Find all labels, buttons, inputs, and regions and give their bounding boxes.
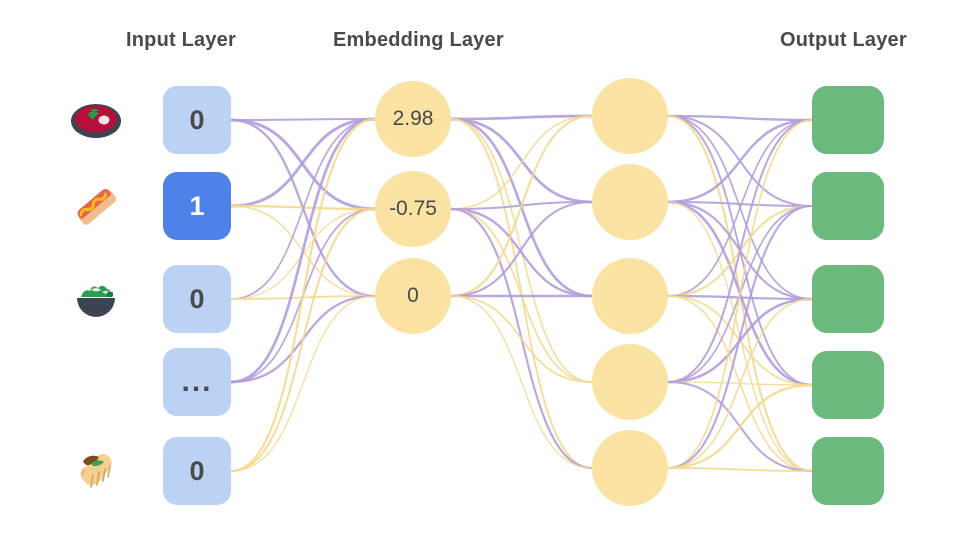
hidden-node-0[interactable]: [592, 78, 668, 154]
connection-edge: [667, 200, 813, 301]
input-node-1-value: 1: [189, 190, 205, 221]
burrito-icon: [68, 443, 124, 499]
input-node-1[interactable]: 1: [163, 172, 231, 240]
connection-edge: [450, 114, 593, 121]
hot-dog-icon: [68, 178, 124, 234]
connection-edge: [667, 383, 813, 470]
connection-edge: [667, 205, 813, 297]
connection-edge: [667, 381, 813, 472]
connection-edge: [667, 204, 813, 470]
connection-edge: [667, 201, 813, 472]
connection-edge: [230, 295, 376, 300]
hidden-node-4[interactable]: [592, 430, 668, 506]
connection-edge: [667, 114, 813, 473]
connection-edge: [230, 118, 376, 211]
hidden-node-3[interactable]: [592, 344, 668, 420]
embedding-node-1[interactable]: -0.75: [375, 171, 451, 247]
output-node-0[interactable]: [812, 86, 884, 154]
connection-edge: [450, 200, 593, 211]
connection-edge: [667, 294, 813, 301]
connection-edge: [667, 200, 813, 387]
connection-edge: [667, 201, 813, 207]
output-node-1[interactable]: [812, 172, 884, 240]
connection-edge: [667, 119, 813, 297]
connection-edge: [230, 208, 376, 300]
connection-edge: [230, 294, 376, 384]
input-node-0[interactable]: 0: [163, 86, 231, 154]
connection-edge: [450, 117, 593, 298]
connection-edge: [230, 117, 376, 473]
connection-edge: [667, 205, 813, 383]
connection-edge: [667, 295, 813, 472]
connection-edge: [450, 295, 593, 469]
layer-title-input: Input Layer: [126, 29, 236, 51]
soup-bowl-icon: [68, 92, 124, 148]
hidden-node-1[interactable]: [592, 164, 668, 240]
connection-edge: [667, 381, 813, 386]
output-node-2[interactable]: [812, 265, 884, 333]
layer-title-embedding: Embedding Layer: [333, 29, 504, 51]
connection-edge: [230, 117, 376, 384]
hidden-node-2[interactable]: [592, 258, 668, 334]
connection-edge: [667, 115, 813, 300]
connection-edge: [450, 115, 593, 210]
connection-edge: [230, 205, 376, 297]
connection-edge: [230, 208, 376, 472]
embedding-node-0-value: 2.98: [392, 107, 434, 130]
connection-edge: [450, 114, 593, 298]
connection-edge: [450, 118, 593, 383]
input-node-0-value: 0: [189, 104, 205, 135]
connection-edge: [450, 207, 593, 298]
embedding-node-0[interactable]: 2.98: [375, 81, 451, 157]
embedding-node-2-value: 0: [407, 284, 419, 307]
embedding-node-2[interactable]: 0: [375, 258, 451, 334]
input-node-2[interactable]: 0: [163, 265, 231, 333]
connection-edge: [667, 297, 813, 384]
connection-edge: [230, 204, 376, 211]
input-node-4-value: 0: [189, 455, 205, 486]
embedding-node-1-value: -0.75: [389, 197, 437, 220]
layer-title-output: Output Layer: [780, 29, 907, 51]
connection-edge: [667, 298, 813, 469]
connection-edge: [450, 117, 593, 204]
connection-edge: [230, 117, 376, 208]
connection-edge: [230, 208, 376, 383]
connection-edge: [230, 295, 376, 472]
connection-edge: [667, 119, 813, 469]
connection-edge: [230, 118, 376, 298]
output-node-4[interactable]: [812, 437, 884, 505]
connection-edge: [230, 118, 376, 300]
output-node-3[interactable]: [812, 351, 884, 419]
connection-edge: [667, 295, 813, 386]
connection-edge: [230, 117, 376, 122]
connection-edge: [667, 115, 813, 386]
connection-edge: [667, 118, 813, 204]
input-node-ellipsis[interactable]: ...: [163, 348, 231, 416]
connection-edge: [450, 118, 593, 469]
input-node-ellipsis-value: ...: [181, 365, 213, 398]
connection-edge: [450, 295, 593, 383]
connection-edge: [450, 207, 593, 470]
connection-edge: [450, 208, 593, 383]
input-node-2-value: 0: [189, 283, 205, 314]
connection-edge: [667, 467, 813, 472]
salad-bowl-icon: [68, 271, 124, 327]
input-node-4[interactable]: 0: [163, 437, 231, 505]
connection-edge: [667, 119, 813, 383]
connection-edge: [667, 114, 813, 122]
connection-edge: [667, 114, 813, 208]
connection-edge: [450, 200, 593, 298]
